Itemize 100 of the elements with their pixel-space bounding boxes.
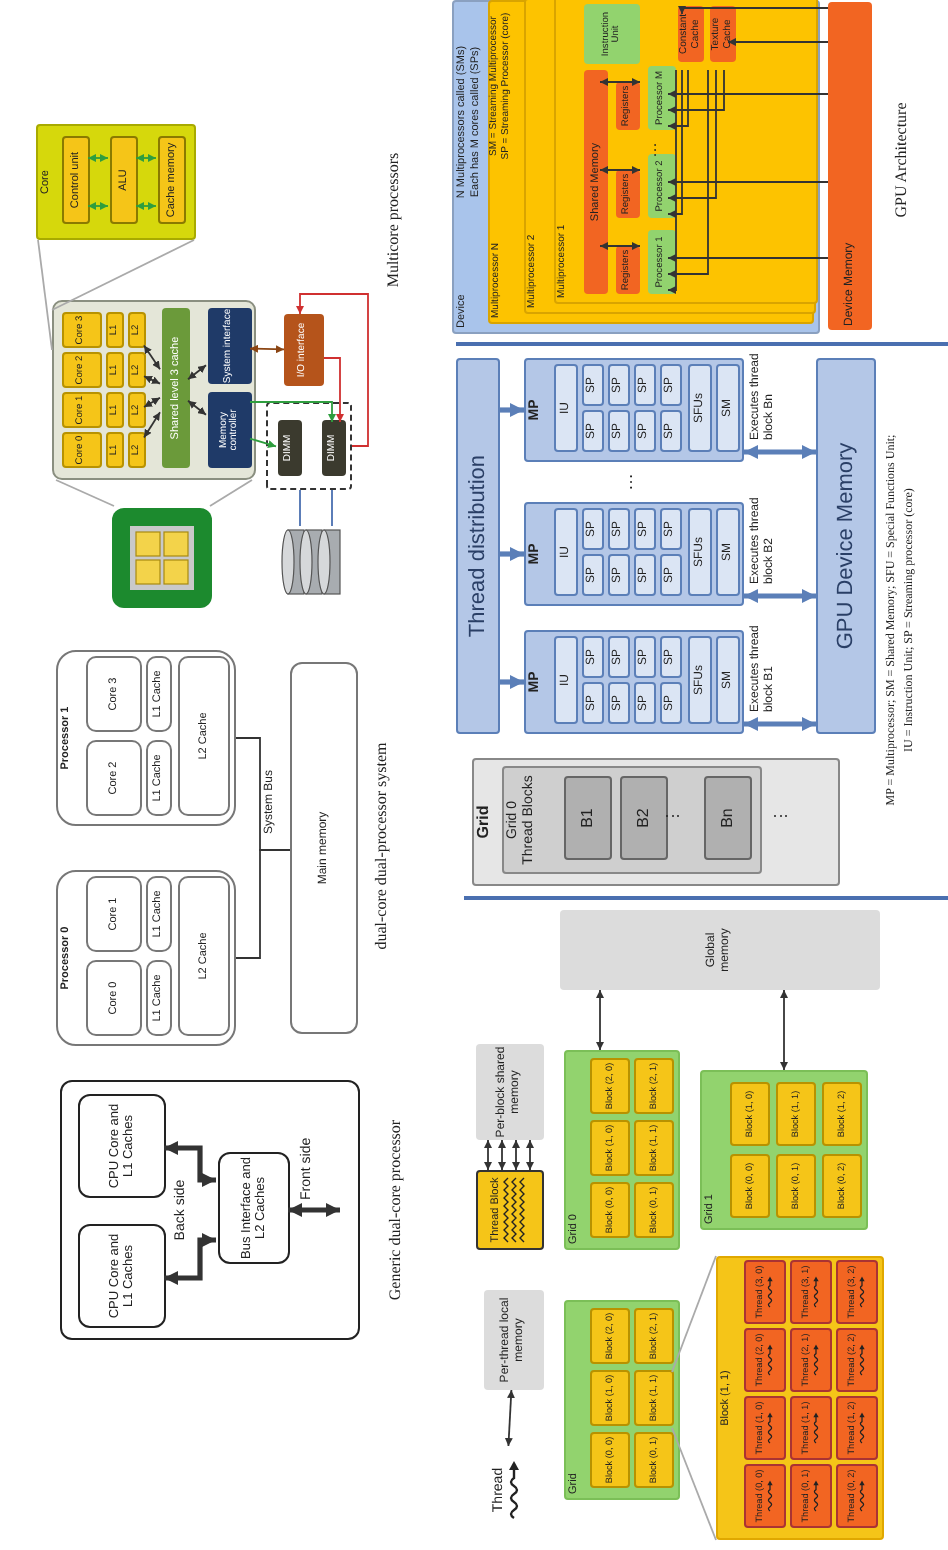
cache-block [146,960,172,1036]
thread-tile [790,1464,832,1528]
cache-block [710,6,736,62]
streaming-processor-tile [582,682,604,724]
io-interface-block [284,314,324,386]
cache-block [678,6,704,62]
arrow [667,69,709,278]
thread-tile [744,1328,786,1392]
streaming-processor-tile [634,636,656,678]
thread-block-tile [590,1058,630,1114]
thread-block-tile [634,1120,674,1176]
arrow [667,69,725,114]
arrow [135,202,157,210]
cache-block [146,876,172,952]
arrow [667,90,829,98]
processor-block [648,230,676,294]
streaming-processor-tile [634,410,656,452]
zoom-line [51,239,195,311]
thread-block-tile [564,776,612,860]
core-unit-block [62,136,90,224]
thread-block-tile [590,1370,630,1426]
sfu-block [688,508,712,596]
component-label: Thread distribution [465,454,491,638]
cache-block [128,352,146,388]
arrow [187,399,207,416]
streaming-processor-tile [660,364,682,406]
core-block [62,392,102,428]
thread-tile [744,1260,786,1324]
processor-outline [60,1080,360,1340]
grid-panel [502,766,762,874]
core-block [86,960,142,1036]
zoom-line [37,239,53,351]
memory-controller-block [208,392,252,468]
streaming-processor-tile [660,636,682,678]
thread-block-tile [634,1370,674,1426]
shared-memory-bar [584,70,608,294]
cache-block [146,656,172,732]
streaming-processor-tile [608,554,630,596]
thread-block-tile [822,1154,862,1218]
component-label: B2 [635,808,653,828]
streaming-processor-tile [634,364,656,406]
thread-distribution-banner [456,358,500,734]
device-memory-bar [828,2,872,330]
ellipsis-mark: … [616,471,637,495]
cache-block [128,312,146,348]
streaming-processor-tile [660,682,682,724]
cache-block [146,740,172,816]
register-block [616,82,640,130]
thread-tile [836,1464,878,1528]
arrow [484,1139,492,1171]
connector-line [299,489,301,527]
thread-block-tile [634,1182,674,1238]
ellipsis-mark: ⋮ [772,806,791,826]
memory-block [484,1290,544,1390]
ellipsis-mark: ⋮ [664,806,683,826]
streaming-processor-tile [582,364,604,406]
thread-block-tile [704,776,752,860]
arrow [780,989,788,1071]
zoom-line [209,479,253,507]
caption: GPU Architecture [892,100,911,222]
arrow [744,445,816,459]
system-interface-block [208,308,252,384]
thread-tile [836,1328,878,1392]
thread-block-tile [634,1058,674,1114]
streaming-processor-tile [634,682,656,724]
global-memory-block [560,910,880,990]
zoom-line [55,479,115,507]
cache-block [178,876,230,1036]
thread-block-tile [822,1082,862,1146]
thread-block-tile [590,1308,630,1364]
thread-block-tile [776,1082,816,1146]
arrow [87,202,109,210]
instruction-unit-block [554,636,578,724]
core-block [62,432,102,468]
instruction-unit-block [554,508,578,596]
streaming-processor-tile [608,410,630,452]
thread-tile [836,1396,878,1460]
zoom-line [671,1427,717,1541]
cache-block [106,392,124,428]
processor-block [56,650,236,826]
arrow [667,69,683,218]
arrow [667,69,677,294]
streaming-processor-tile [608,364,630,406]
chip-block [52,300,256,480]
arrow [187,364,207,381]
arrow [526,1139,534,1171]
connector-line [235,737,291,851]
core-block [86,740,142,816]
arrow [249,344,285,354]
streaming-processor-tile [608,508,630,550]
arrow [727,38,829,46]
arrow [667,69,689,130]
component-label: B1 [579,808,597,828]
processor-block [648,66,676,130]
multiprocessor-block [524,358,744,462]
core-unit-block [158,136,186,224]
cache-block [178,656,230,816]
core-block [62,352,102,388]
ellipsis-mark: … [642,140,661,160]
dimm-group-outline [266,402,352,490]
